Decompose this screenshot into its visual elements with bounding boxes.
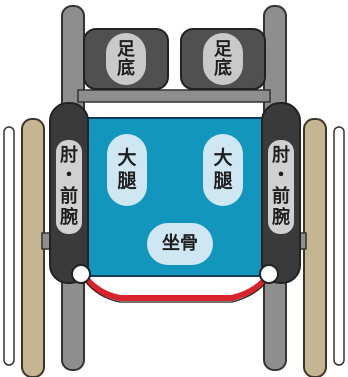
front-crossbar (77, 89, 271, 103)
right-thigh-pad (203, 134, 243, 206)
left-foot-label-bg (106, 33, 146, 85)
sitbone-label: 坐骨 (162, 233, 198, 255)
thigh-right-label: 大腿 (213, 147, 233, 192)
foot-right-label: 足底 (214, 38, 232, 79)
sitbone-pad (147, 223, 213, 265)
foot-left-label: 足底 (117, 38, 135, 79)
elbow-left-label: 肘・前腕 (60, 144, 78, 228)
left-armrest-label-bg (56, 140, 82, 234)
right-armrest-label-bg (268, 140, 294, 234)
right-wheel (303, 118, 345, 377)
elbow-right-label: 肘・前腕 (272, 144, 290, 228)
back-strap-outline (83, 279, 269, 303)
right-pivot (259, 264, 279, 284)
thigh-left-label: 大腿 (117, 147, 137, 192)
back-strap (81, 273, 271, 301)
left-wheel (3, 118, 45, 377)
left-thigh-pad (107, 134, 147, 206)
right-foot-label-bg (203, 33, 243, 85)
left-pivot (71, 264, 91, 284)
